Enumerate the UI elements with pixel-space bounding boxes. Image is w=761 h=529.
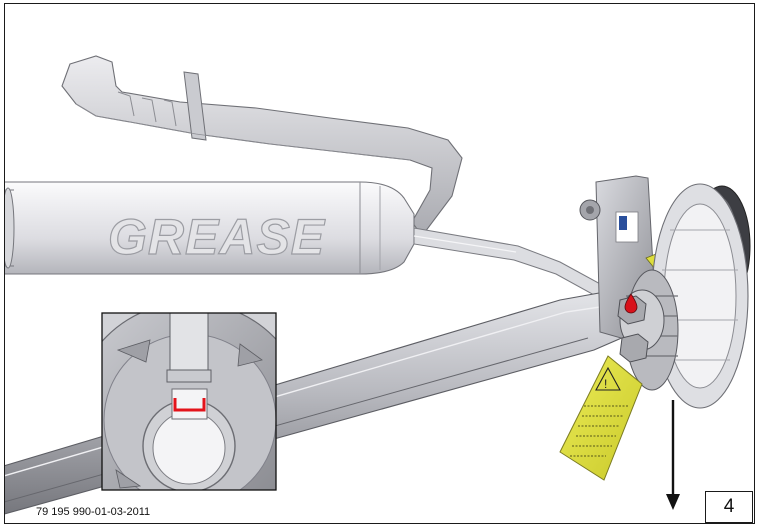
figure-number-box: 4 [705,491,753,523]
grease-drop-icon [624,293,638,314]
brake-drum-assembly [579,175,751,409]
grease-gun-tube: GREASE [5,181,415,275]
inset-highlight [173,398,206,412]
detail-inset [101,312,277,491]
down-arrow-icon [666,400,680,510]
warning-tag: ! [559,355,643,481]
document-code: 79 195 990-01-03-2011 [36,506,151,518]
page-frame [4,3,755,524]
svg-text:!: ! [604,377,607,391]
figure-number: 4 [723,496,735,517]
grease-label: GREASE [108,209,326,265]
